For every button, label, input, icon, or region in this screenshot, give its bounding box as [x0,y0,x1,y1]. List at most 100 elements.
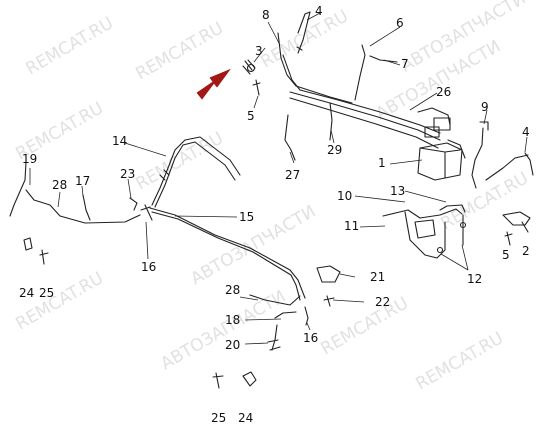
callout-label: 4 [315,4,323,18]
watermark-text: REMCAT.RU [318,293,412,359]
callout-label: 20 [225,338,240,352]
callout-label: 10 [337,189,352,203]
brake-hose-18 [249,294,301,306]
brake-hose-19 [9,161,27,217]
abs-unit-1 [419,147,461,179]
watermark-text: REMCAT.RU [13,268,107,334]
callout-label: 17 [75,174,90,188]
brake-pipe-14-conn [159,169,170,181]
brake-pipe-28-17 [82,194,91,221]
bleeder-nut-3 [246,63,256,73]
bolt-22 [323,295,335,307]
callout-label: 11 [344,219,359,233]
abs-unit-1 [417,142,463,181]
sensor-2 [502,211,531,226]
callout-label: 6 [396,16,404,30]
fitting-16 [140,204,153,221]
brake-hose-18 [271,324,278,351]
callout-label: 24 [238,411,253,425]
callout-label: 16 [141,260,156,274]
callout-label: 9 [481,100,489,114]
callout-label: 25 [39,286,54,300]
pipe-27 [284,114,296,161]
callout-label: 23 [120,167,135,181]
watermark-text: REMCAT.RU [438,168,532,234]
brake-hose-18 [274,311,297,319]
callout-label: 24 [19,286,34,300]
pipe-29 [329,102,333,141]
callout-label: 5 [502,248,510,262]
callout-label: 26 [436,85,451,99]
bolt-5 [504,231,513,246]
callout-label: 7 [401,57,409,71]
callout-label: 21 [370,270,385,284]
callout-label: 4 [522,125,530,139]
bracket-assembly [382,208,463,219]
brake-pipe-bundle [282,54,441,134]
callout-label: 1 [378,156,386,170]
bracket-block [433,117,451,131]
banjo-bolt-20 [267,339,281,351]
pipe-connector [479,121,489,131]
callout-label: 25 [211,411,226,425]
callout-label: 16 [303,331,318,345]
brake-pipe-28-17 [25,189,141,224]
watermark-text: REMCAT.RU [133,18,227,84]
callout-label: 14 [112,134,127,148]
fitting-16 [304,306,309,326]
brake-pipe-15 [149,207,306,299]
sensor-2 [521,221,529,233]
clip-4 [296,11,311,54]
callout-label: 5 [247,109,255,123]
bolt-24 [242,371,257,387]
watermark-text: REMCAT.RU [23,13,117,79]
callout-label: 8 [262,8,270,22]
brake-pipe-9 [471,127,484,189]
callout-label: 28 [52,178,67,192]
bolt-24 [23,237,33,251]
brake-hose-4 [485,154,529,181]
callout-label: 2 [522,244,530,258]
callout-label: 18 [225,313,240,327]
bracket-assembly [414,219,436,239]
bleeder-screw-3 [242,59,256,75]
watermark-text: REMCAT.RU [413,328,507,394]
brake-pipe-14 [151,136,241,206]
callout-label: 27 [285,168,300,182]
bolt-25 [212,372,224,389]
leader-lines [29,12,528,345]
bolt-25 [39,249,49,265]
abs-unit-1 [447,139,466,159]
callout-label: 22 [375,295,390,309]
callout-label: 28 [225,283,240,297]
brake-pipe-bundle [289,97,439,149]
watermark-text: АВТОЗАПЧАСТИ [158,287,290,375]
callout-label: 29 [327,143,342,157]
brake-pipe-14 [154,141,236,208]
callout-layer: 1 2 3 4 4 5 5 6 7 8 9 10 11 12 13 14 15 … [19,4,530,425]
parts-layer [9,11,534,389]
callout-label: 12 [467,272,482,286]
watermark-layer: REMCAT.RU REMCAT.RU REMCAT.RU АВТОЗАПЧАС… [13,0,532,394]
callout-label: 15 [239,210,254,224]
bracket-21 [316,265,341,283]
bracket-assembly [439,204,466,213]
brake-pipe-8 [277,32,353,104]
bracket-26 [417,107,451,126]
highlight-arrow-icon [196,68,231,100]
clip-23 [129,197,138,211]
bracket-block [424,126,440,138]
bracket-assembly [404,211,446,259]
bolt-5 [252,79,261,96]
brake-hose-4 [524,152,534,176]
brake-pipe-15 [151,211,301,301]
brake-pipe-6-7 [354,44,366,101]
nut-12 [436,246,444,254]
callout-label: 3 [255,44,263,58]
callout-label: 19 [22,152,37,166]
callout-label: 13 [390,184,405,198]
watermark-text: REMCAT.RU [133,128,227,194]
brake-pipe-6-7 [369,55,398,63]
